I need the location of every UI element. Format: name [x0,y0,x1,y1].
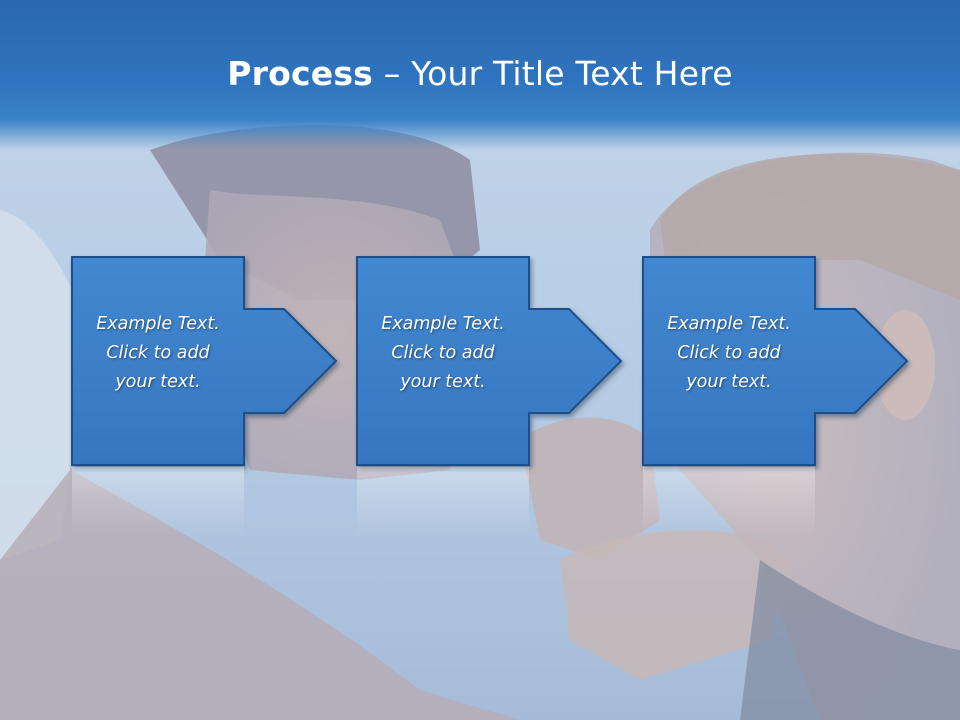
step-3-line-1: Example Text. [667,314,791,334]
step-3-reflection [643,467,815,537]
step-2-line-1: Example Text. [381,314,505,334]
step-1-reflection [72,467,244,537]
step-1-text[interactable]: Example Text. Click to add your text. [72,310,244,397]
step-2-shape[interactable] [356,256,623,466]
step-2-line-2: Click to add [391,343,495,363]
step-1-line-2: Click to add [106,343,210,363]
step-2-text[interactable]: Example Text. Click to add your text. [357,310,529,397]
step-2-line-3: your text. [400,372,486,392]
step-1-line-1: Example Text. [96,314,220,334]
step-3-line-3: your text. [686,372,772,392]
step-2-reflection [357,467,529,537]
title-bar [0,0,960,150]
step-1-shape[interactable] [71,256,338,466]
step-3-line-2: Click to add [677,343,781,363]
slide-title[interactable]: Process – Your Title Text Here [0,52,960,96]
title-bold: Process [227,54,374,93]
step-3-shape[interactable] [642,256,909,466]
step-1-line-3: your text. [115,372,201,392]
step-3-text[interactable]: Example Text. Click to add your text. [643,310,815,397]
title-rest: – Your Title Text Here [373,54,733,93]
